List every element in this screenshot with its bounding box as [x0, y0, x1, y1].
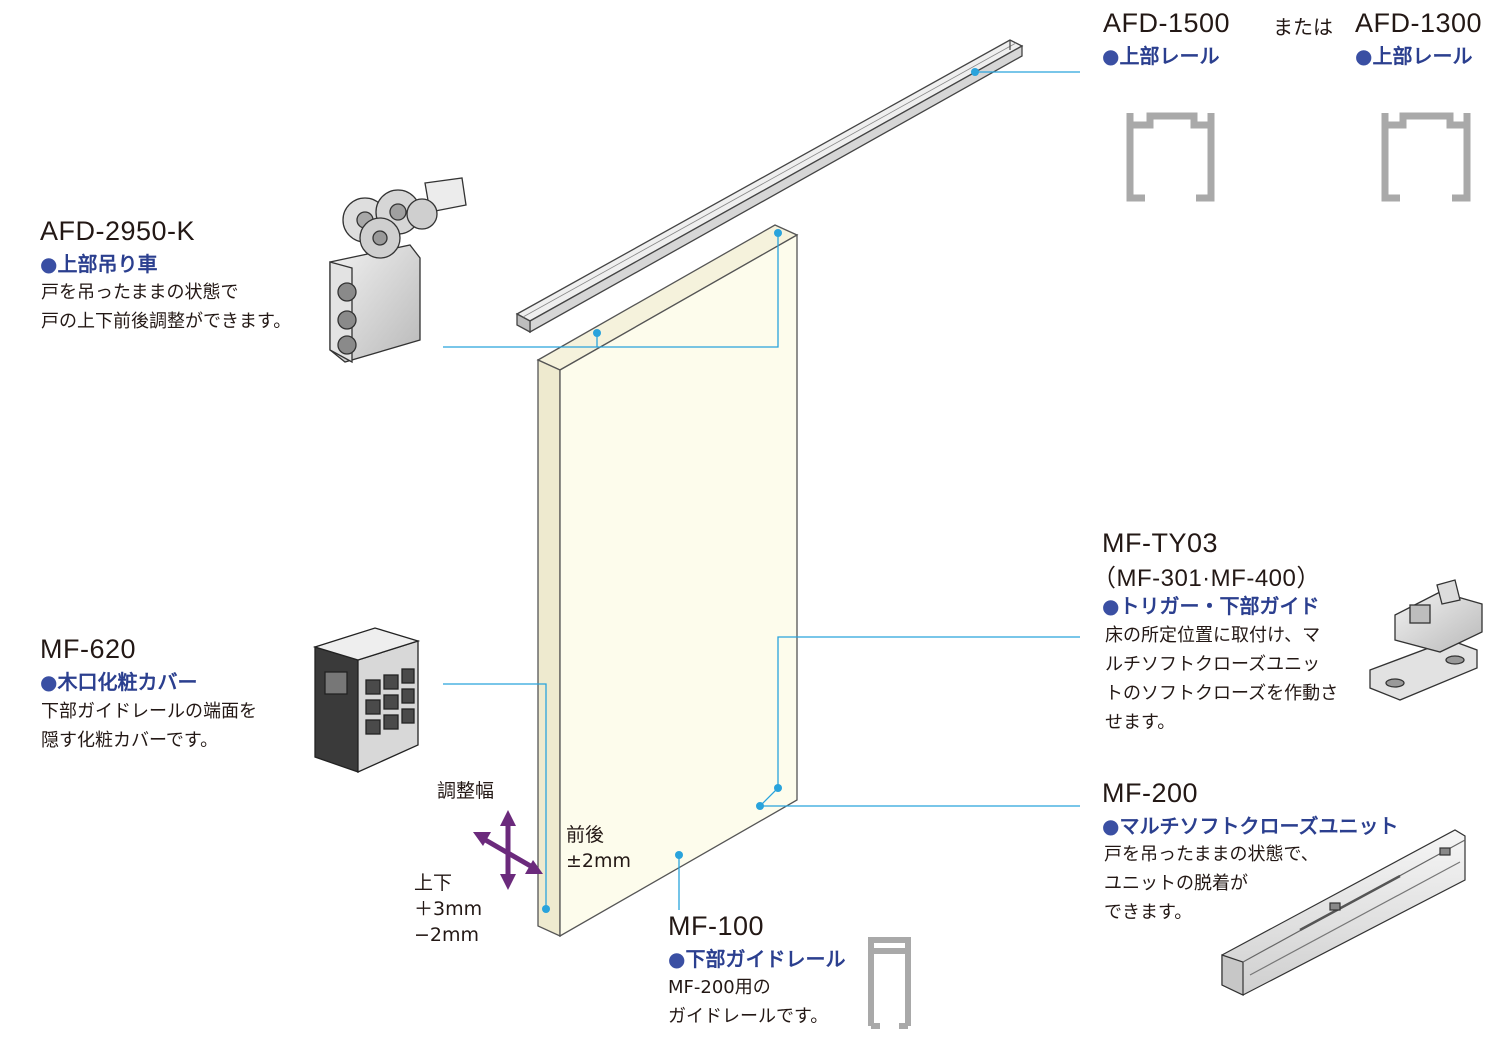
- bullet-icon: ●: [40, 670, 58, 694]
- door-panel: [536, 224, 799, 938]
- rail-1500-code: AFD-1500: [1103, 8, 1231, 38]
- hanger-desc: 戸を吊ったままの状態で 戸の上下前後調整ができます。: [41, 282, 292, 332]
- rail-1300-name: ●上部レール: [1355, 44, 1473, 68]
- rail-profile-1300-icon: [1381, 112, 1471, 202]
- unit-code: MF-200: [1102, 778, 1199, 808]
- trigger-code: MF-TY03: [1102, 528, 1219, 558]
- hanger-illustration: [329, 177, 467, 364]
- rail-profile-1500-icon: [1126, 112, 1215, 202]
- bullet-icon: ●: [1355, 44, 1373, 68]
- adjust-arrows-icon: [473, 810, 543, 890]
- trigger-alt-code: （MF-301·MF-400）: [1092, 565, 1321, 592]
- bullet-icon: ●: [1102, 814, 1120, 838]
- end-cover-illustration: [312, 627, 421, 774]
- rail-1300-code: AFD-1300: [1355, 8, 1483, 38]
- adjust-title: 調整幅: [437, 780, 495, 802]
- guide-rail-code: MF-100: [668, 911, 765, 941]
- leader-dots: [542, 68, 979, 913]
- adjust-front-back: 前後 ±2mm: [566, 824, 632, 872]
- bullet-icon: ●: [40, 252, 58, 276]
- cover-desc: 下部ガイドレールの端面を 隠す化粧カバーです。: [41, 701, 257, 751]
- or-text: または: [1273, 15, 1333, 39]
- cover-name: ●木口化粧カバー: [40, 670, 198, 694]
- unit-desc: 戸を吊ったままの状態で、 ユニットの脱着が できます。: [1104, 844, 1319, 923]
- bullet-icon: ●: [1102, 44, 1120, 68]
- rail-1500-name: ●上部レール: [1102, 44, 1220, 68]
- adjust-up-down: 上下 ＋3mm −2mm: [414, 872, 483, 946]
- trigger-desc: 床の所定位置に取付け、マ ルチソフトクローズユニッ トのソフトクローズを作動さ …: [1105, 625, 1339, 733]
- cover-code: MF-620: [40, 634, 137, 664]
- hanger-code: AFD-2950-K: [40, 216, 196, 246]
- bullet-icon: ●: [1102, 594, 1120, 618]
- unit-name: ●マルチソフトクローズユニット: [1102, 814, 1399, 838]
- guide-rail-profile-icon: [868, 937, 911, 1029]
- soft-close-unit-illustration: [1221, 829, 1466, 996]
- top-rail-illustration: [515, 39, 1024, 334]
- trigger-name: ●トリガー・下部ガイド: [1102, 594, 1320, 618]
- guide-rail-desc: MF-200用の ガイドレールです。: [668, 977, 829, 1027]
- hanger-name: ●上部吊り車: [40, 252, 158, 276]
- guide-rail-name: ●下部ガイドレール: [668, 947, 846, 971]
- bullet-icon: ●: [668, 947, 686, 971]
- trigger-illustration: [1369, 579, 1483, 701]
